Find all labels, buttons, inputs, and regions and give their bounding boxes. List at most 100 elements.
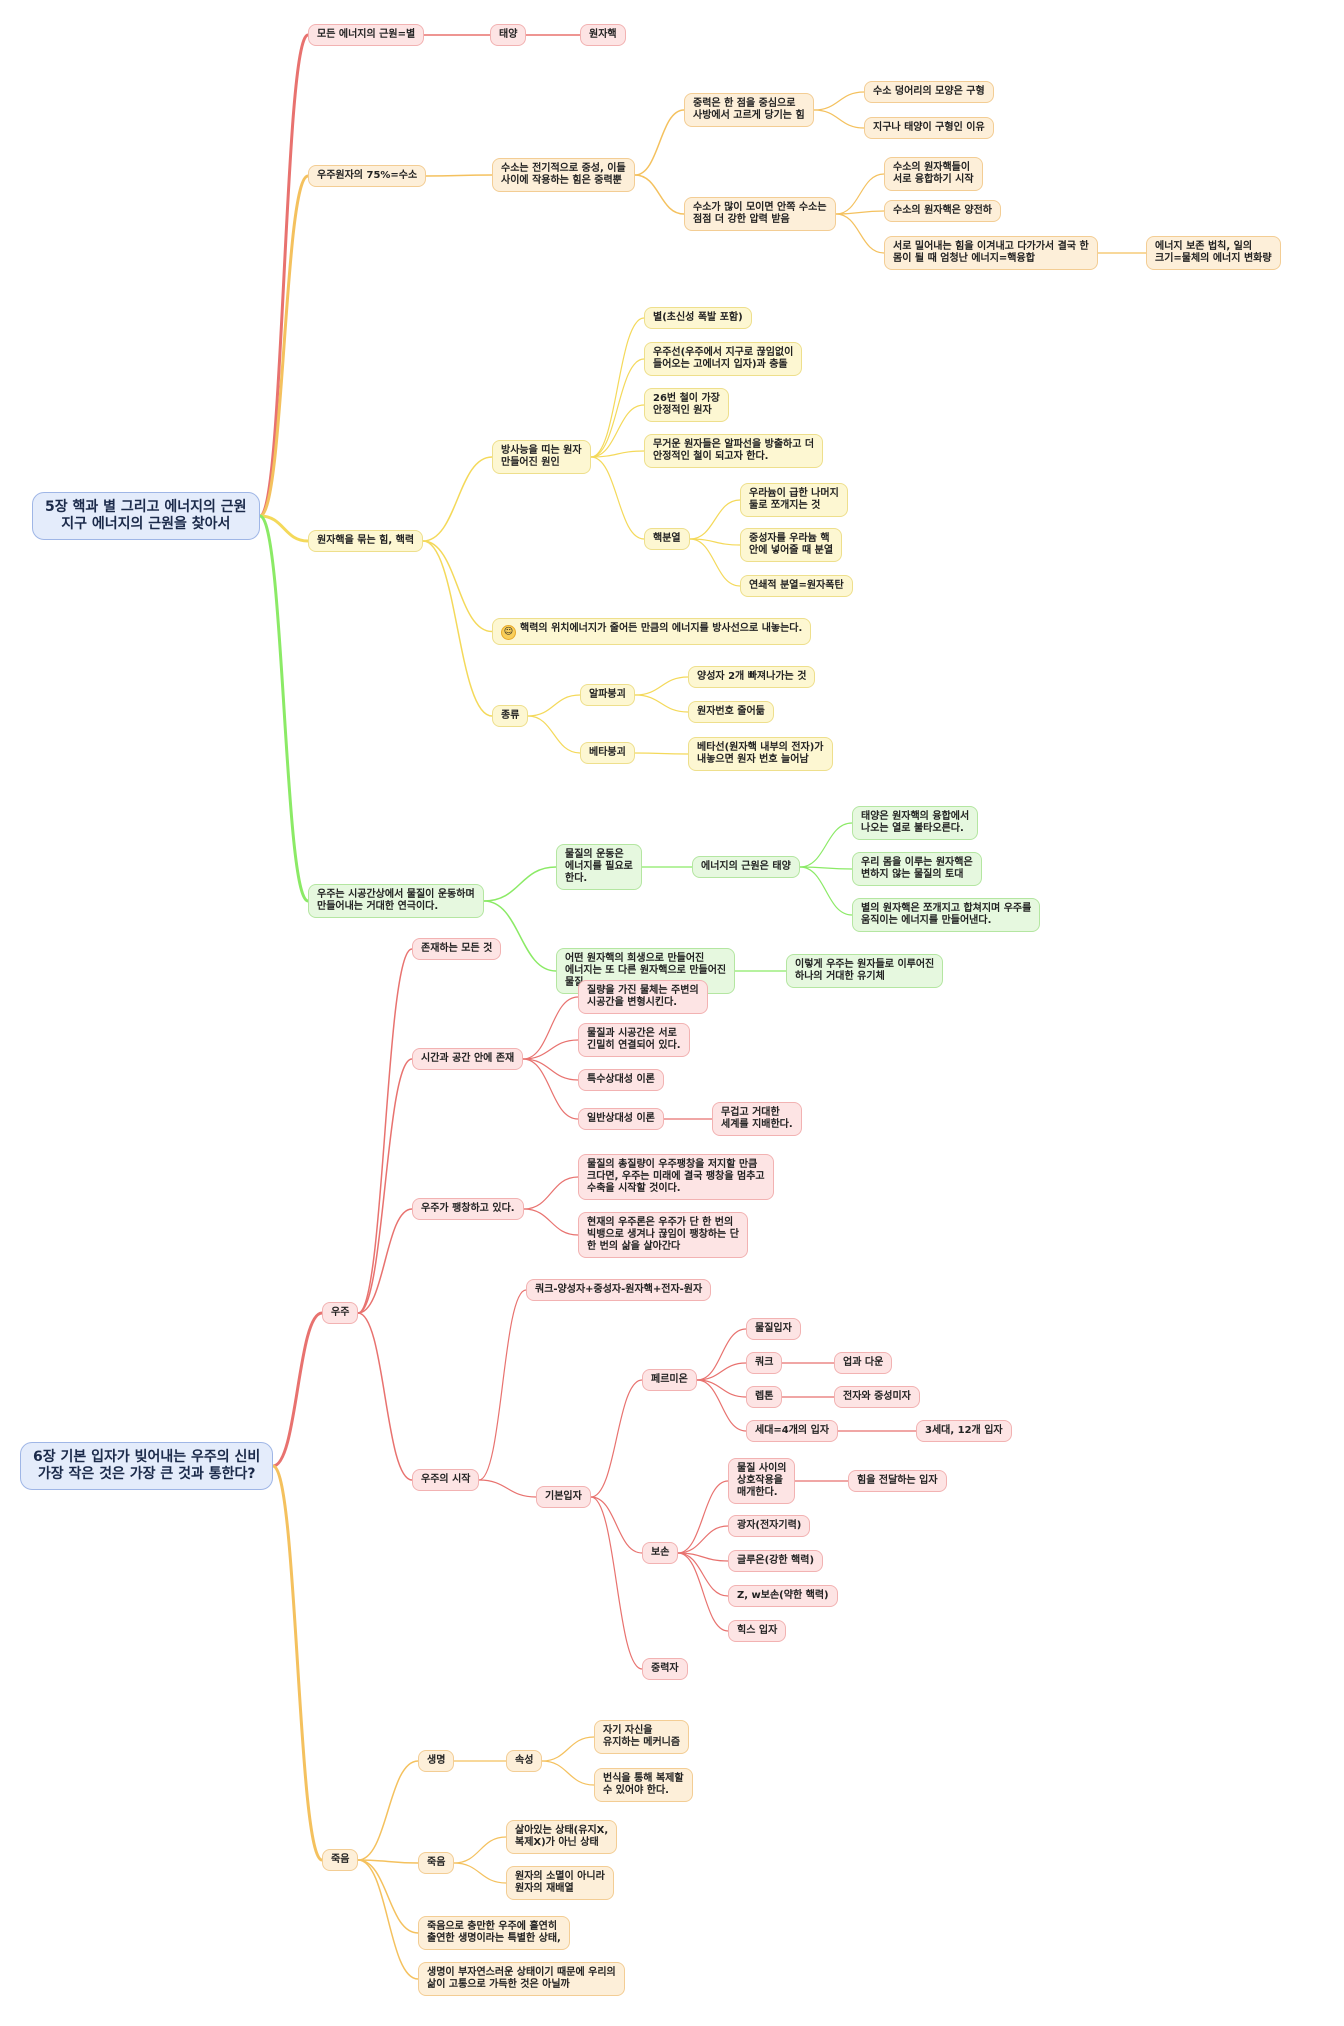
node-expanding[interactable]: 우주가 팽창하고 있다.	[412, 1198, 524, 1220]
node-two-protons[interactable]: 양성자 2개 빠져나가는 것	[688, 666, 816, 688]
node-motion-energy[interactable]: 물질의 운동은 에너지를 필요로 한다.	[556, 844, 642, 890]
node-rearrangement[interactable]: 원자의 소멸이 아니라 원자의 재배열	[506, 1866, 614, 1900]
node-sun-fusion-heat[interactable]: 태양은 원자핵의 융합에서 나오는 열로 불타오른다.	[852, 806, 979, 840]
node-radiation-note[interactable]: ☺핵력의 위치에너지가 줄어든 만큼의 에너지를 방사선으로 내놓는다.	[492, 618, 812, 645]
node-quark[interactable]: 쿼크	[746, 1352, 783, 1374]
node-death-state[interactable]: 죽음	[418, 1852, 455, 1874]
node-alpha-decay[interactable]: 알파붕괴	[580, 684, 635, 706]
node-photon[interactable]: 광자(전자기력)	[728, 1515, 811, 1537]
connector-ch5-b4	[258, 514, 310, 903]
node-decay-types[interactable]: 종류	[492, 705, 529, 727]
node-gravity[interactable]: 중력은 한 점을 중심으로 사방에서 고르게 당기는 힘	[684, 93, 814, 127]
node-big-bang[interactable]: 현재의 우주론은 우주가 단 한 번의 빅뱅으로 생겨나 끊임이 팽창하는 단 …	[578, 1212, 748, 1258]
connector-ust-ust1	[522, 996, 579, 1060]
node-up-down[interactable]: 업과 다운	[834, 1352, 893, 1374]
node-replicate[interactable]: 번식을 통해 복제할 수 있어야 한다.	[594, 1768, 693, 1802]
node-general-relativity[interactable]: 일반상대성 이론	[578, 1108, 664, 1130]
node-all-existence[interactable]: 존재하는 모든 것	[412, 938, 502, 960]
connector-ch6-d	[271, 1464, 324, 1862]
node-neutron-insert[interactable]: 중성자를 우라늄 핵 안에 넣어줄 때 분열	[740, 528, 843, 562]
node-body-nucleus[interactable]: 우리 몸을 이루는 원자핵은 변하지 않는 물질의 토대	[852, 852, 982, 886]
branch-universe[interactable]: 우주	[322, 1302, 359, 1324]
node-life-pain[interactable]: 생명이 부자연스러운 상태이기 때문에 우리의 삶이 고통으로 가득한 것은 아…	[418, 1962, 625, 1996]
node-positive-charge[interactable]: 수소의 원자핵은 양전하	[884, 200, 1001, 222]
node-mass-warps[interactable]: 질량을 가진 물체는 주변의 시공간을 변형시킨다.	[578, 980, 708, 1014]
node-basic-particles[interactable]: 기본입자	[536, 1486, 591, 1508]
node-property[interactable]: 속성	[506, 1750, 543, 1772]
connector-uo-uo1	[478, 1289, 527, 1481]
connector-b2p-b2p2	[835, 210, 885, 215]
node-beta-ray[interactable]: 베타선(원자핵 내부의 전자)가 내놓으면 원자 번호 늘어남	[688, 737, 833, 771]
root-chapter-5[interactable]: 5장 핵과 별 그리고 에너지의 근원 지구 에너지의 근원을 찾아서	[32, 492, 260, 540]
connector-d-dl	[357, 1760, 419, 1861]
node-hydrogen-neutral[interactable]: 수소는 전기적으로 중성, 이들 사이에 작용하는 힘은 중력뿐	[492, 158, 635, 192]
branch-death[interactable]: 죽음	[322, 1849, 359, 1871]
node-three-generations[interactable]: 3세대, 12개 입자	[916, 1420, 1012, 1442]
node-cosmic-ray[interactable]: 우주선(우주에서 지구로 끊임없이 들어오는 고에너지 입자)과 충돌	[644, 342, 803, 376]
connector-b2-b2m	[425, 174, 493, 177]
node-self-maintain[interactable]: 자기 자신을 유지하는 메커니즘	[594, 1720, 690, 1754]
node-energy-from-sun[interactable]: 에너지의 근원은 태양	[692, 856, 800, 878]
node-energy-conservation[interactable]: 에너지 보존 법칙, 일의 크기=물체의 에너지 변화량	[1146, 236, 1281, 270]
node-nuclear-fusion[interactable]: 서로 밀어내는 힘을 이겨내고 다가가서 결국 한 몸이 될 때 엄청난 에너지…	[884, 236, 1098, 270]
connector-ubo-ubo2	[677, 1525, 729, 1554]
node-zw-boson[interactable]: Z, w보손(약한 핵력)	[728, 1585, 838, 1607]
node-electron-neutrino[interactable]: 전자와 중성미자	[834, 1386, 920, 1408]
node-star-nucleus-energy[interactable]: 별의 원자핵은 쪼개지고 합쳐지며 우주를 움직이는 에너지를 만들어낸다.	[852, 898, 1041, 932]
node-matter-particle[interactable]: 물질입자	[746, 1318, 801, 1340]
connector-ch5-b1	[258, 33, 310, 518]
connector-b2g-b2g2	[813, 109, 865, 129]
node-atomic-number-down[interactable]: 원자번호 줄어듦	[688, 701, 774, 723]
node-sphere-shape[interactable]: 수소 덩어리의 모양은 구형	[864, 81, 994, 103]
connector-dd-dd2	[453, 1862, 507, 1884]
node-higgs[interactable]: 힉스 입자	[728, 1620, 787, 1642]
node-sun[interactable]: 태양	[490, 24, 527, 46]
node-radioactive-cause[interactable]: 방사능을 띠는 원자 만들어진 원인	[492, 440, 591, 474]
root-chapter-6[interactable]: 6장 기본 입자가 빚어내는 우주의 신비 가장 작은 것은 가장 큰 것과 통…	[20, 1442, 274, 1490]
node-generation[interactable]: 세대=4개의 입자	[746, 1420, 839, 1442]
node-pressure[interactable]: 수소가 많이 모이면 안쪽 수소는 점점 더 강한 압력 받음	[684, 197, 836, 231]
node-gluon[interactable]: 글루온(강한 핵력)	[728, 1550, 824, 1572]
radiation-note-text: 핵력의 위치에너지가 줄어든 만큼의 에너지를 방사선으로 내놓는다.	[520, 623, 803, 634]
node-sphere-reason[interactable]: 지구나 태양이 구형인 이유	[864, 117, 994, 139]
node-life[interactable]: 생명	[418, 1750, 455, 1772]
node-heavy-world[interactable]: 무겁고 거대한 세계를 지배한다.	[712, 1102, 802, 1136]
node-quark-chain[interactable]: 쿼크-양성자+중성자-원자핵+전자-원자	[526, 1279, 712, 1301]
node-atomic-bomb[interactable]: 연쇄적 분열=원자폭탄	[740, 575, 853, 597]
branch-energy-source[interactable]: 모든 에너지의 근원=별	[308, 24, 425, 46]
connector-ust-ust2	[522, 1039, 579, 1060]
connector-u-uex	[357, 1208, 413, 1314]
node-force-carrier[interactable]: 힘을 전달하는 입자	[848, 1470, 947, 1492]
node-alpha-emission[interactable]: 무거운 원자들은 알파선을 방출하고 더 안정적인 철이 되고자 한다.	[644, 434, 824, 468]
connector-ubo-ubo5	[677, 1552, 729, 1632]
branch-hydrogen[interactable]: 우주원자의 75%=수소	[308, 165, 427, 187]
node-graviton[interactable]: 중력자	[642, 1658, 688, 1680]
node-iron-stable[interactable]: 26번 철이 가장 안정적인 원자	[644, 388, 729, 422]
node-fusion-start[interactable]: 수소의 원자핵들이 서로 융합하기 시작	[884, 157, 983, 191]
branch-nuclear-force[interactable]: 원자핵을 묶는 힘, 핵력	[308, 530, 424, 552]
node-not-living[interactable]: 살아있는 상태(유지X, 복제X)가 아닌 상태	[506, 1820, 618, 1854]
node-interaction-mediator[interactable]: 물질 사이의 상호작용을 매개한다.	[728, 1458, 796, 1504]
node-matter-spacetime[interactable]: 물질과 시공간은 서로 긴밀히 연결되어 있다.	[578, 1023, 690, 1057]
connector-b3r-b3r3	[590, 404, 645, 458]
connector-u-uo	[357, 1312, 413, 1481]
node-universe-origin[interactable]: 우주의 시작	[412, 1469, 480, 1491]
node-uranium-split[interactable]: 우라늄이 급한 나머지 둘로 쪼개지는 것	[740, 483, 848, 517]
node-fermion[interactable]: 페르미온	[642, 1369, 697, 1391]
node-space-time[interactable]: 시간과 공간 안에 존재	[412, 1048, 524, 1070]
node-cosmic-organism[interactable]: 이렇게 우주는 원자들로 이루어진 하나의 거대한 유기체	[786, 954, 944, 988]
node-fission[interactable]: 핵분열	[644, 528, 690, 550]
connector-ub-ubo	[590, 1496, 643, 1554]
node-boson[interactable]: 보손	[642, 1542, 679, 1564]
connector-b3-b3t	[422, 540, 493, 717]
node-lepton[interactable]: 렙톤	[746, 1386, 783, 1408]
node-beta-decay[interactable]: 베타붕괴	[580, 742, 635, 764]
node-special-relativity[interactable]: 특수상대성 이론	[578, 1069, 664, 1091]
node-star-supernova[interactable]: 별(초신성 폭발 포함)	[644, 307, 752, 329]
branch-universe-play[interactable]: 우주는 시공간상에서 물질이 운동하며 만들어내는 거대한 연극이다.	[308, 884, 484, 918]
connector-d-d4	[357, 1859, 419, 1980]
node-nucleus[interactable]: 원자핵	[580, 24, 626, 46]
connector-ubo-ubo1	[677, 1480, 729, 1554]
node-special-state[interactable]: 죽음으로 충만한 우주에 홀연히 출연한 생명이라는 특별한 상태,	[418, 1916, 570, 1950]
node-contraction[interactable]: 물질의 총질량이 우주팽창을 저지할 만큼 크다면, 우주는 미래에 결국 팽창…	[578, 1154, 774, 1200]
